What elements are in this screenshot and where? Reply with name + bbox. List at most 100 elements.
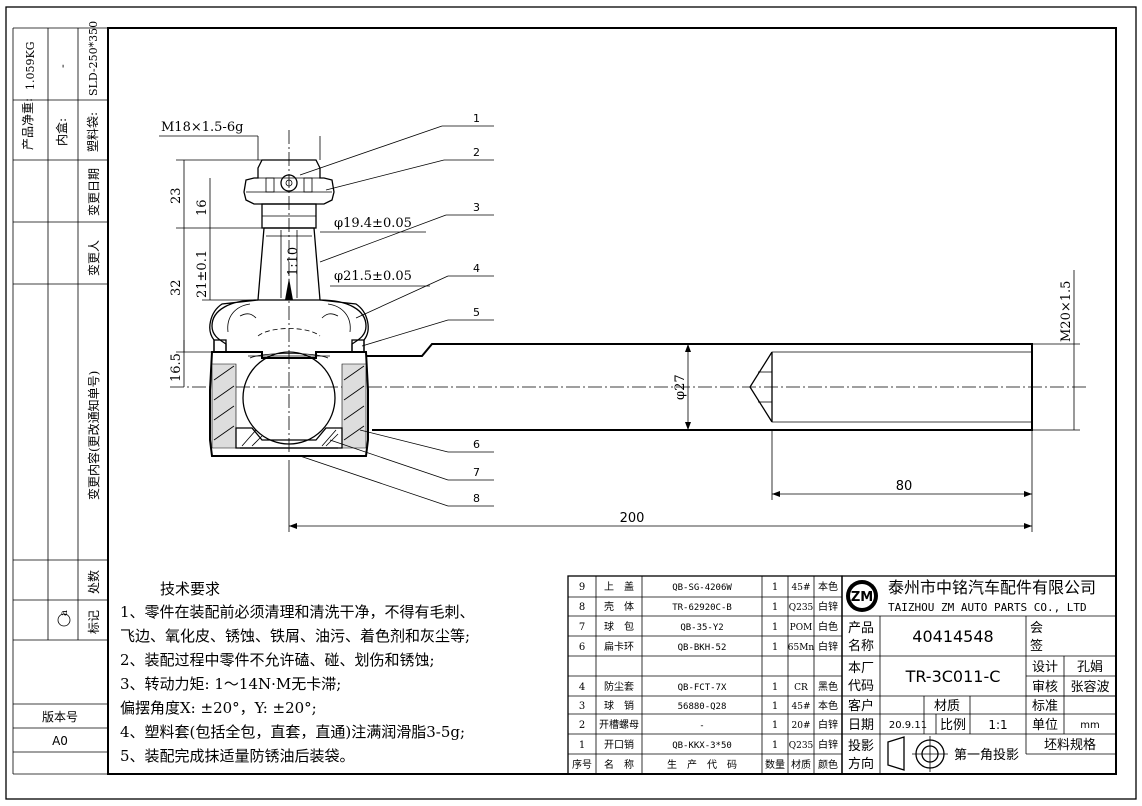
tech-line-7: 5、装配完成抹适量防锈油后装袋。 <box>120 747 355 765</box>
bom-r2-name: 壳 体 <box>604 600 634 613</box>
drill-point <box>749 351 773 423</box>
version-value: A0 <box>52 734 68 748</box>
bom-r8-color: 白锌 <box>818 718 838 731</box>
bom-r3-code: QB-35-Y2 <box>680 623 723 633</box>
bom-header-color: 颜色 <box>818 758 838 771</box>
tech-line-6: 4、塑料套(包括全包，直套，直通)注满润滑脂3-5g; <box>120 723 465 741</box>
countersign-label-1: 会 <box>1030 621 1043 636</box>
tech-line-1: 1、零件在装配前必须清理和清洗干净，不得有毛刺、 <box>120 603 475 621</box>
balloon-5: 5 <box>473 306 480 319</box>
mark-label: 标记 <box>87 610 101 634</box>
bom-r4-qty: 1 <box>772 642 778 653</box>
bom-table: 9 上 盖 QB-SG-4206W 1 45# 本色 8 壳 体 TR-6292… <box>567 575 843 775</box>
date-value: 20.9.11 <box>889 720 927 731</box>
material-label: 材质 <box>934 699 960 714</box>
change-date-label: 变更日期 <box>86 168 101 216</box>
plastic-bag-value: SLD-250*350 <box>87 21 100 96</box>
bom-r2-mat: Q235 <box>789 603 814 613</box>
product-weight-value: 1.059KG <box>24 42 37 91</box>
bom-r9-qty: 1 <box>772 740 778 751</box>
company-cn: 泰州市中铭汽车配件有限公司 <box>888 578 1096 597</box>
logo-text: ZM <box>851 590 873 605</box>
bom-r3-color: 白色 <box>818 620 838 633</box>
bom-r9-color: 白锌 <box>818 738 838 751</box>
factory-code-label-1: 本厂 <box>848 661 874 676</box>
dim-200: 200 <box>620 511 645 526</box>
balloon-3: 3 <box>473 201 480 214</box>
tie-rod-end-drawing: 1:10 <box>159 112 1088 532</box>
bom-r4-mat: 65Mn <box>788 643 815 653</box>
bom-r2-code: TR-62920C-B <box>672 603 732 613</box>
version-label: 版本号 <box>42 710 78 724</box>
balloon-leaders <box>299 125 494 507</box>
bom-r2-color: 白锌 <box>818 600 838 613</box>
bom-header-no: 序号 <box>572 758 592 771</box>
bom-r1-color: 本色 <box>818 580 838 593</box>
bom-r8-name: 开槽螺母 <box>599 718 639 731</box>
bom-r3-mat: POM <box>790 623 813 633</box>
bom-r6-code: QB-FCT-7X <box>678 683 727 693</box>
bom-r6-color: 黑色 <box>818 680 838 693</box>
bom-header-code: 生 产 代 码 <box>667 758 737 771</box>
design-value: 孔娟 <box>1077 660 1103 675</box>
dust-boot-right <box>319 299 369 353</box>
countersign-label-2: 签 <box>1030 638 1043 654</box>
housing <box>209 351 369 457</box>
housing-section-hatch <box>211 363 367 449</box>
bom-r8-no: 2 <box>579 720 585 731</box>
bom-r7-mat: 45# <box>792 702 811 712</box>
bom-r6-no: 4 <box>579 682 585 693</box>
bom-r3-name: 球 包 <box>604 620 634 633</box>
bom-r7-no: 3 <box>579 701 585 712</box>
mark-circle <box>57 613 71 627</box>
dim-32: 32 <box>169 279 184 296</box>
balloon-7: 7 <box>473 466 480 479</box>
taper-label: 1:10 <box>286 247 301 276</box>
side-panel: 1.059KG - SLD-250*350 产品净重: 内盒: 塑料袋: 变更日… <box>12 21 108 775</box>
tech-line-3: 2、装配过程中零件不允许磕、碰、划伤和锈蚀; <box>120 651 435 669</box>
bom-r7-color: 本色 <box>818 699 838 712</box>
dim-d27: φ27 <box>673 374 688 400</box>
balloon-8: 8 <box>473 492 480 505</box>
bom-r4-code: QB-BKH-52 <box>678 643 727 653</box>
bom-r6-mat: CR <box>794 683 808 693</box>
product-name-label-2: 名称 <box>848 638 874 654</box>
review-label: 审核 <box>1032 680 1058 695</box>
inner-box-label: 内盒: <box>54 118 69 146</box>
projection-cone-icon <box>887 736 905 771</box>
balloon-4: 4 <box>473 262 480 275</box>
dim-d21-5: φ21.5±0.05 <box>334 269 412 284</box>
technical-requirements: 技术要求 1、零件在装配前必须清理和清洗干净，不得有毛刺、 飞边、氧化皮、锈蚀、… <box>120 580 475 765</box>
dim-d19-4: φ19.4±0.05 <box>334 216 412 231</box>
dim-21: 21±0.1 <box>195 250 210 298</box>
bom-r4-no: 6 <box>579 642 585 653</box>
bom-r2-no: 8 <box>579 602 585 613</box>
bom-header-name: 名 称 <box>604 758 634 771</box>
bom-r9-mat: Q235 <box>789 741 814 751</box>
bom-r9-code: QB-KKX-3*50 <box>672 741 732 751</box>
unit-label: 单位 <box>1032 718 1058 733</box>
cotter-pin-hole <box>280 174 298 192</box>
balloon-6: 6 <box>473 438 480 451</box>
tech-line-4: 3、转动力矩: 1～14N·M无卡滞; <box>120 675 341 693</box>
bom-r8-code: - <box>699 721 704 731</box>
thread-top-label: M18×1.5-6g <box>161 120 243 135</box>
company-en: TAIZHOU ZM AUTO PARTS CO., LTD <box>888 601 1087 614</box>
taper-marker <box>285 278 293 300</box>
plastic-bag-label: 塑料袋: <box>85 112 100 152</box>
dim-16: 16 <box>195 199 210 216</box>
bom-r6-name: 防尘套 <box>604 680 634 693</box>
bom-r1-name: 上 盖 <box>604 580 634 593</box>
slotted-nut <box>243 159 335 205</box>
projection-dir-label-2: 方向 <box>848 756 874 772</box>
factory-code-label-2: 代码 <box>848 679 874 694</box>
rod-shaft <box>366 343 1033 431</box>
bom-r8-mat: 20# <box>792 721 811 731</box>
bom-r4-name: 扁卡环 <box>604 640 634 653</box>
product-name-value: 40414548 <box>912 627 993 646</box>
bom-r3-qty: 1 <box>772 622 778 633</box>
dust-boot-left <box>209 299 259 353</box>
standard-label: 标准 <box>1032 699 1058 714</box>
bom-header-mat: 材质 <box>791 758 811 771</box>
date-label: 日期 <box>848 718 874 733</box>
